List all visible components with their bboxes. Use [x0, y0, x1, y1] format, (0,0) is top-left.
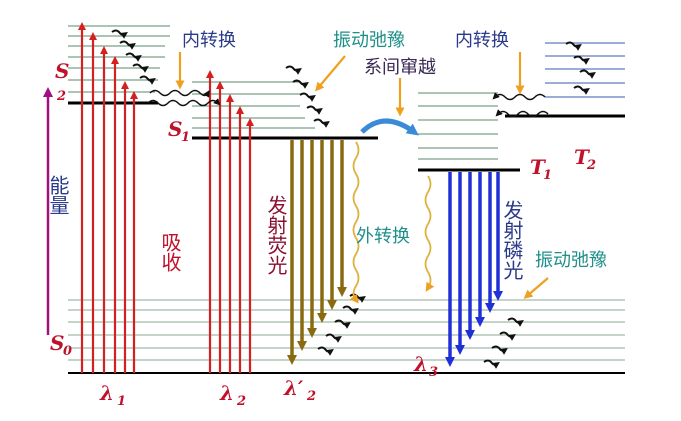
wavelength-label-lambda2: λ 2	[219, 381, 246, 409]
svg-text:1: 1	[181, 130, 190, 145]
label-internal-conversion-2: 内转换	[455, 30, 509, 51]
svg-text:2: 2	[56, 89, 66, 104]
svg-text:2: 2	[236, 394, 246, 409]
internal-conversion-wavy-arrows-t2-t1	[492, 92, 549, 118]
svg-text:1: 1	[117, 394, 126, 409]
svg-text:λ′: λ′	[283, 376, 304, 400]
label-intersystem-crossing: 系间窜越	[364, 57, 436, 78]
label-phosphorescence: 发射磷光	[500, 200, 524, 280]
t1-vibrational-levels	[418, 92, 498, 160]
t2-vibrational-levels	[545, 42, 625, 98]
intersystem-crossing-arrow	[360, 118, 419, 136]
svg-text:S: S	[168, 117, 182, 141]
label-vibrational-relaxation-2: 振动弛豫	[535, 250, 607, 271]
svg-text:λ: λ	[99, 381, 114, 405]
wavelength-label-lambda2-prime: λ′ 2	[283, 376, 316, 404]
wavelength-label-lambda1: λ 1	[99, 381, 126, 409]
external-conversion-wavy-lines	[349, 141, 435, 304]
annotation-pointer-arrows	[175, 52, 549, 299]
state-label-s1: S 1	[168, 117, 190, 145]
svg-text:λ: λ	[219, 381, 234, 405]
absorption-arrows-group-1	[78, 22, 138, 373]
vibrational-relaxation-squiggles	[111, 29, 596, 369]
phosphorescence-arrows	[445, 172, 503, 367]
svg-text:2: 2	[306, 389, 316, 404]
state-label-s2: S 2	[55, 59, 69, 104]
s2-vibrational-levels	[68, 25, 170, 93]
state-label-t2: T 2	[574, 145, 596, 173]
svg-text:2: 2	[586, 158, 596, 173]
svg-text:S: S	[50, 331, 64, 355]
label-absorption: 吸收	[158, 232, 182, 272]
absorption-arrows-group-2	[206, 70, 254, 373]
s0-vibrational-levels	[68, 299, 625, 361]
svg-text:T: T	[530, 155, 547, 179]
svg-text:S: S	[55, 59, 69, 83]
wavelength-label-lambda3: λ 3	[413, 352, 438, 380]
label-fluorescence: 发射荧光	[264, 195, 288, 275]
internal-conversion-wavy-arrows-s2-s1	[147, 89, 221, 107]
svg-text:λ: λ	[413, 352, 428, 376]
state-label-s0: S 0	[50, 331, 72, 359]
state-label-t1: T 1	[530, 155, 552, 183]
svg-text:3: 3	[429, 365, 438, 380]
svg-text:T: T	[574, 145, 591, 169]
svg-text:0: 0	[63, 344, 72, 359]
label-external-conversion: 外转换	[356, 226, 410, 247]
fluorescence-arrows	[287, 140, 347, 365]
label-internal-conversion-1: 内转换	[182, 30, 236, 51]
svg-text:1: 1	[543, 168, 552, 183]
label-vibrational-relaxation-1: 振动弛豫	[333, 30, 405, 51]
energy-axis-label: 能量	[46, 175, 70, 215]
